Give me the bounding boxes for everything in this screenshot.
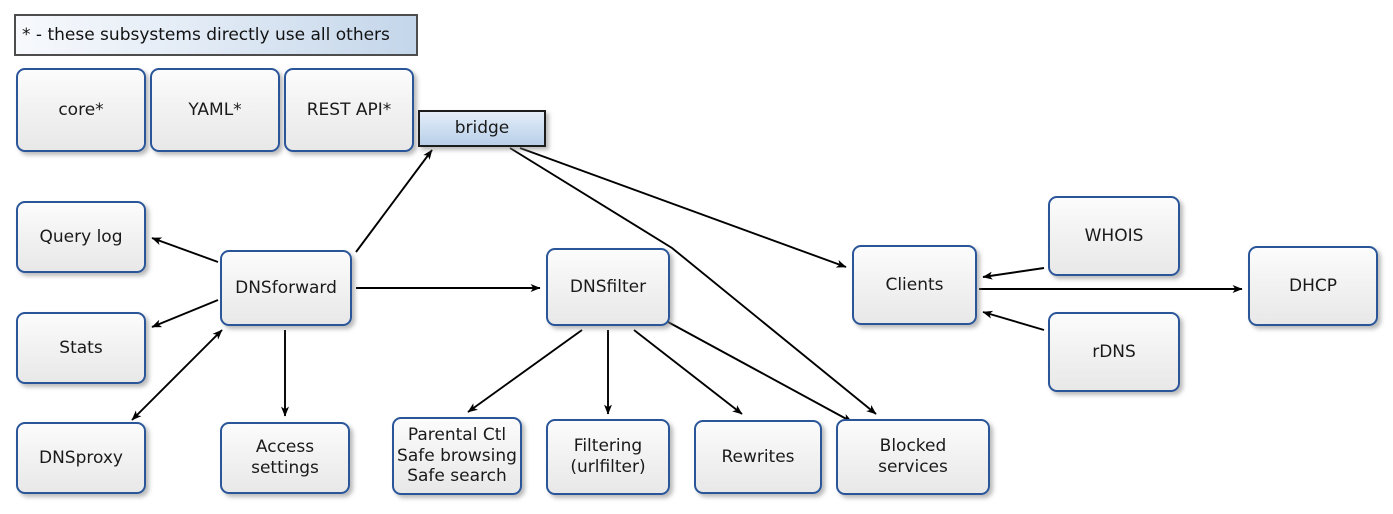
node-clients[interactable]: Clients	[852, 245, 977, 325]
node-yaml-label: YAML*	[188, 99, 242, 120]
edge-dnsforward-stats	[151, 299, 219, 328]
node-blocked-label: Blocked services	[878, 436, 948, 477]
node-bridge[interactable]: bridge	[418, 110, 546, 147]
node-dnsforward[interactable]: DNSforward	[220, 250, 352, 326]
node-dhcp[interactable]: DHCP	[1248, 246, 1378, 326]
node-dhcp-label: DHCP	[1289, 275, 1337, 296]
node-querylog[interactable]: Query log	[16, 201, 146, 273]
node-filtering[interactable]: Filtering (urlfilter)	[546, 419, 670, 495]
node-whois[interactable]: WHOIS	[1048, 196, 1180, 276]
node-parental-label: Parental Ctl Safe browsing Safe search	[397, 424, 517, 487]
node-blocked[interactable]: Blocked services	[836, 419, 990, 495]
node-dnsproxy[interactable]: DNSproxy	[16, 422, 146, 494]
edge-dnsfilter-parental	[467, 329, 583, 413]
node-access[interactable]: Access settings	[220, 422, 350, 494]
node-querylog-label: Query log	[39, 226, 123, 247]
node-parental[interactable]: Parental Ctl Safe browsing Safe search	[392, 417, 522, 495]
node-rewrites[interactable]: Rewrites	[694, 420, 822, 494]
node-core[interactable]: core*	[16, 68, 146, 152]
node-yaml[interactable]: YAML*	[150, 68, 280, 152]
node-dnsfilter[interactable]: DNSfilter	[546, 248, 670, 326]
legend-note-label: * - these subsystems directly use all ot…	[22, 25, 390, 45]
edge-dnsforward-bridge	[355, 149, 433, 253]
node-dnsproxy-label: DNSproxy	[38, 447, 123, 468]
node-rewrites-label: Rewrites	[721, 446, 795, 467]
node-rdns[interactable]: rDNS	[1048, 312, 1180, 392]
node-dnsforward-label: DNSforward	[235, 277, 337, 298]
node-clients-label: Clients	[885, 274, 944, 295]
node-whois-label: WHOIS	[1084, 225, 1144, 246]
node-rdns-label: rDNS	[1092, 341, 1136, 362]
node-stats-label: Stats	[59, 337, 103, 358]
edge-dnsfilter-rewrites	[633, 329, 743, 415]
node-restapi[interactable]: REST API*	[284, 68, 414, 152]
node-filtering-label: Filtering (urlfilter)	[570, 436, 646, 477]
node-access-label: Access settings	[251, 437, 319, 478]
edge-dnsforward-querylog	[151, 237, 219, 263]
node-bridge-label: bridge	[454, 118, 510, 139]
node-restapi-label: REST API*	[306, 99, 392, 120]
node-dnsfilter-label: DNSfilter	[569, 276, 647, 297]
legend-note: * - these subsystems directly use all ot…	[14, 14, 418, 56]
edge-dnsfilter-blocked	[667, 321, 853, 423]
edge-whois-clients	[982, 267, 1045, 280]
edge-rdns-clients	[982, 310, 1045, 331]
node-core-label: core*	[58, 99, 104, 120]
node-stats[interactable]: Stats	[16, 312, 146, 384]
